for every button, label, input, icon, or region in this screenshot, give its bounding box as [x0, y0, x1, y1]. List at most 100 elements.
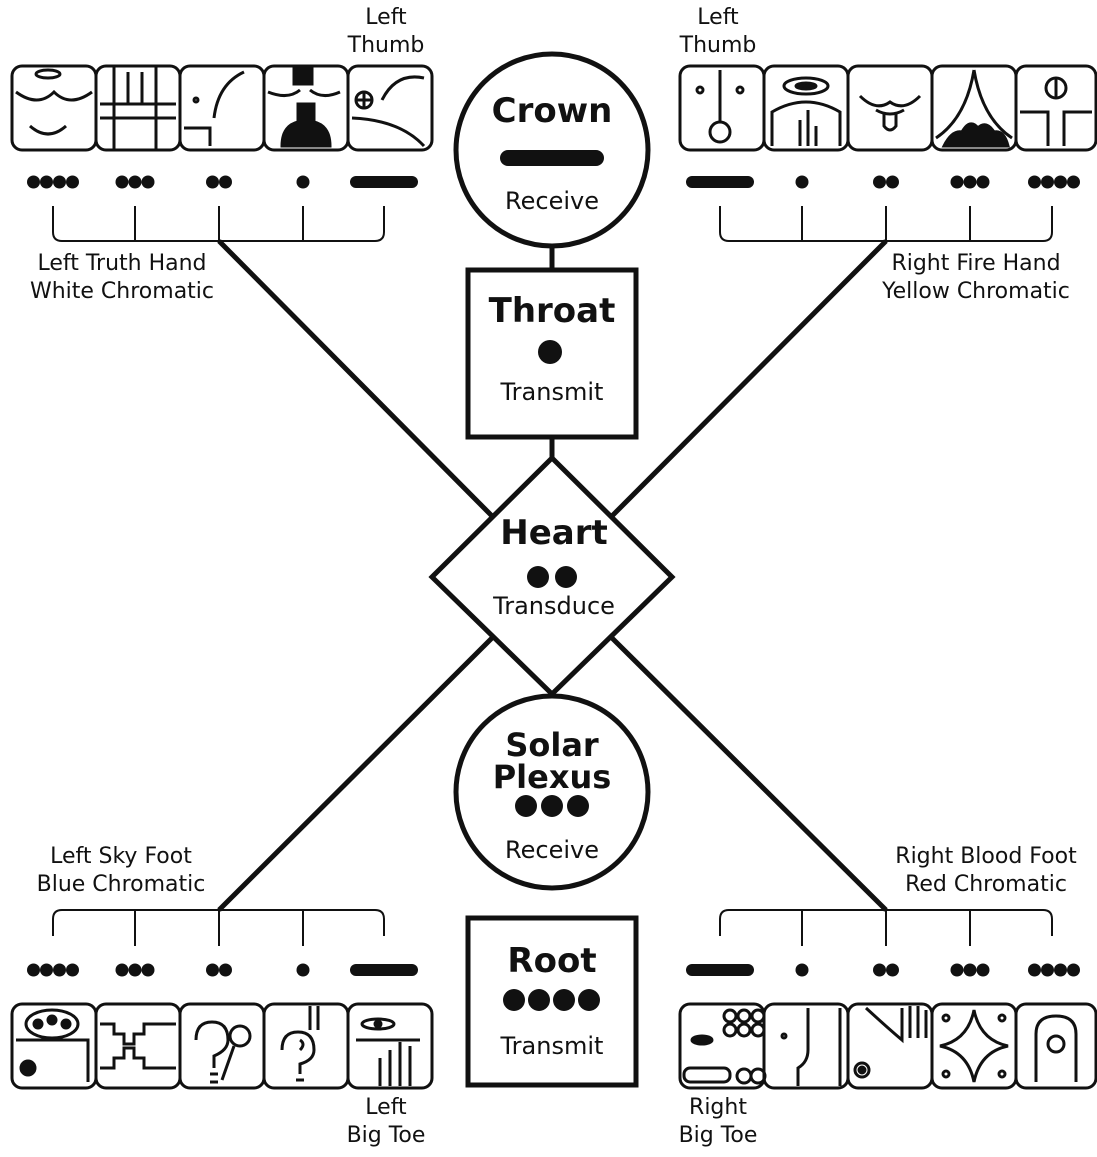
- number-dot: [963, 175, 977, 189]
- number-dot: [873, 175, 886, 189]
- right-foot-name: Right Blood Foot: [895, 844, 1077, 869]
- number-dot: [296, 175, 310, 189]
- left-hand-end-label-1: Left: [365, 5, 407, 30]
- line-heart-left-hand: [217, 239, 494, 518]
- glyph-star-icon: [846, 64, 934, 152]
- right-hand-label: Right Fire Hand Yellow Chromatic: [862, 250, 1090, 300]
- root-dot: [553, 989, 575, 1011]
- right-foot-chromatic: Red Chromatic: [905, 872, 1067, 897]
- number-dot: [1041, 175, 1054, 189]
- left-hand-label: Left Truth Hand White Chromatic: [14, 250, 230, 300]
- number-dot: [950, 175, 964, 189]
- number-dot: [976, 963, 990, 977]
- right-hand-name: Right Fire Hand: [891, 251, 1061, 276]
- number-dot: [115, 963, 129, 977]
- heart-dot: [527, 566, 549, 588]
- number-dot: [206, 175, 219, 189]
- number-dot: [53, 175, 66, 189]
- solar-title-line1: Solar: [505, 726, 599, 764]
- number-bar: [350, 176, 418, 188]
- glyph-night-icon: [94, 1002, 182, 1090]
- number-dot: [886, 175, 899, 189]
- glyph-wind-icon: [346, 64, 434, 152]
- number-dot: [1041, 963, 1054, 977]
- number-dot: [128, 963, 142, 977]
- glyph-serpent-icon: [762, 1002, 850, 1090]
- solar-dot: [567, 795, 589, 817]
- glyph-worldbridger-icon: [262, 64, 350, 152]
- line-heart-left-foot: [217, 636, 494, 912]
- glyph-skywalker-icon: [178, 64, 266, 152]
- left-foot-name: Left Sky Foot: [50, 844, 192, 869]
- number-dot: [976, 175, 990, 189]
- number-dot: [886, 963, 899, 977]
- glyph-monkey-icon: [262, 1002, 350, 1090]
- root-dot: [503, 989, 525, 1011]
- line-heart-right-hand: [610, 239, 888, 518]
- right-hand-end-label-2: Thumb: [679, 33, 757, 58]
- heart-action: Transduce: [492, 592, 615, 620]
- left-foot-end-label-2: Big Toe: [346, 1123, 426, 1148]
- number-dot: [219, 963, 232, 977]
- number-dot: [795, 175, 809, 189]
- root-action: Transmit: [500, 1032, 604, 1060]
- number-dot: [296, 963, 310, 977]
- glyph-sun-icon: [1014, 64, 1097, 152]
- number-dot: [219, 175, 232, 189]
- left-hand-name: Left Truth Hand: [37, 251, 207, 276]
- number-dot: [66, 175, 79, 189]
- solar-plexus-circle: [453, 693, 651, 891]
- number-dot: [1067, 175, 1080, 189]
- left-foot-chromatic: Blue Chromatic: [36, 872, 206, 897]
- glyph-eagle-icon: [10, 1002, 98, 1090]
- root-box: [465, 915, 639, 1088]
- number-dot: [1067, 963, 1080, 977]
- glyph-storm-icon: [930, 64, 1018, 152]
- number-bar: [686, 176, 754, 188]
- throat-dot: [538, 340, 562, 364]
- right-foot-label: Right Blood Foot Red Chromatic: [880, 843, 1092, 899]
- root-title: Root: [507, 941, 596, 981]
- number-dot: [53, 963, 66, 977]
- glyph-seed-icon: [346, 1002, 434, 1090]
- left-big-toe-label: Left Big Toe: [330, 1094, 442, 1150]
- number-dot: [128, 175, 142, 189]
- solar-title-line2: Plexus: [493, 758, 612, 796]
- number-dot: [141, 963, 155, 977]
- number-bar: [686, 964, 754, 976]
- solar-dot: [515, 795, 537, 817]
- left-foot-label: Left Sky Foot Blue Chromatic: [18, 843, 224, 899]
- crown-bar: [500, 150, 604, 166]
- number-dot: [40, 175, 53, 189]
- left-foot-end-label-1: Left: [365, 1095, 407, 1120]
- number-dot: [27, 963, 40, 977]
- number-dot: [1054, 963, 1067, 977]
- glyph-moon-arch-icon: [1014, 1002, 1097, 1090]
- number-dot: [963, 963, 977, 977]
- left-hand-thumb-label: Left Thumb: [340, 4, 432, 60]
- right-hand-thumb-label: Left Thumb: [672, 4, 764, 60]
- throat-action: Transmit: [500, 378, 604, 406]
- number-dot: [27, 175, 40, 189]
- number-dot: [795, 963, 809, 977]
- glyph-dog-icon: [94, 64, 182, 152]
- number-dot: [40, 963, 53, 977]
- glyph-earth-icon: [678, 64, 766, 152]
- heart-dot: [555, 566, 577, 588]
- root-dot: [578, 989, 600, 1011]
- number-dot: [66, 963, 79, 977]
- solar-dot: [541, 795, 563, 817]
- heart-title: Heart: [500, 513, 607, 553]
- number-dot: [141, 175, 155, 189]
- glyph-moon-icon: [10, 64, 98, 152]
- right-big-toe-label: Right Big Toe: [662, 1094, 774, 1150]
- number-dot: [1028, 963, 1041, 977]
- glyph-mirror-icon: [178, 1002, 266, 1090]
- number-dot: [1028, 175, 1041, 189]
- right-foot-end-label-2: Big Toe: [678, 1123, 758, 1148]
- root-dot: [528, 989, 550, 1011]
- right-hand-end-label-1: Left: [697, 5, 739, 30]
- right-hand-chromatic: Yellow Chromatic: [882, 279, 1070, 300]
- right-foot-end-label-1: Right: [689, 1095, 747, 1120]
